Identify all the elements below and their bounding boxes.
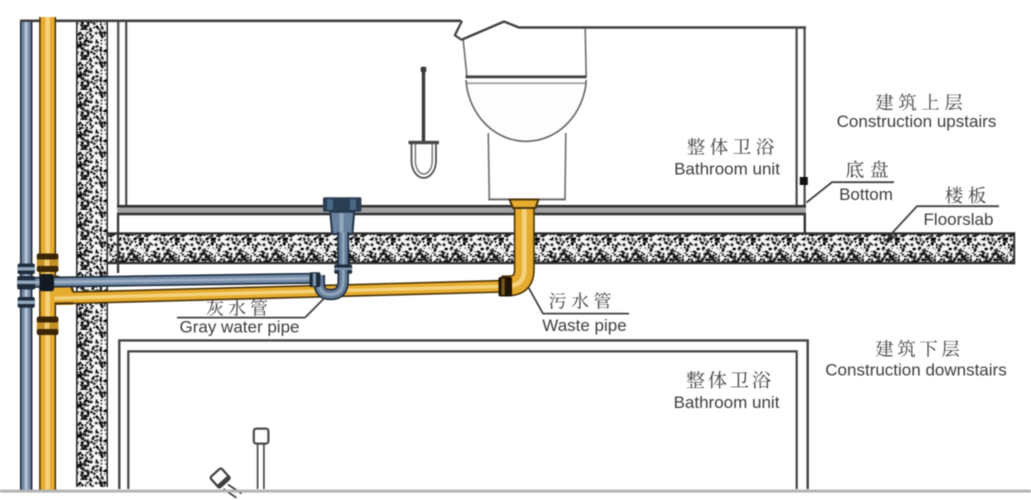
svg-text:Floorslab: Floorslab [924, 210, 994, 229]
svg-text:Construction downstairs: Construction downstairs [825, 361, 1006, 380]
svg-text:Bathroom unit: Bathroom unit [674, 160, 780, 179]
svg-text:Construction upstairs: Construction upstairs [837, 112, 997, 131]
svg-text:Gray water pipe: Gray water pipe [180, 318, 300, 337]
svg-text:Waste pipe: Waste pipe [542, 316, 626, 335]
svg-text:Bottom: Bottom [839, 185, 893, 204]
svg-text:Bathroom unit: Bathroom unit [674, 393, 780, 412]
